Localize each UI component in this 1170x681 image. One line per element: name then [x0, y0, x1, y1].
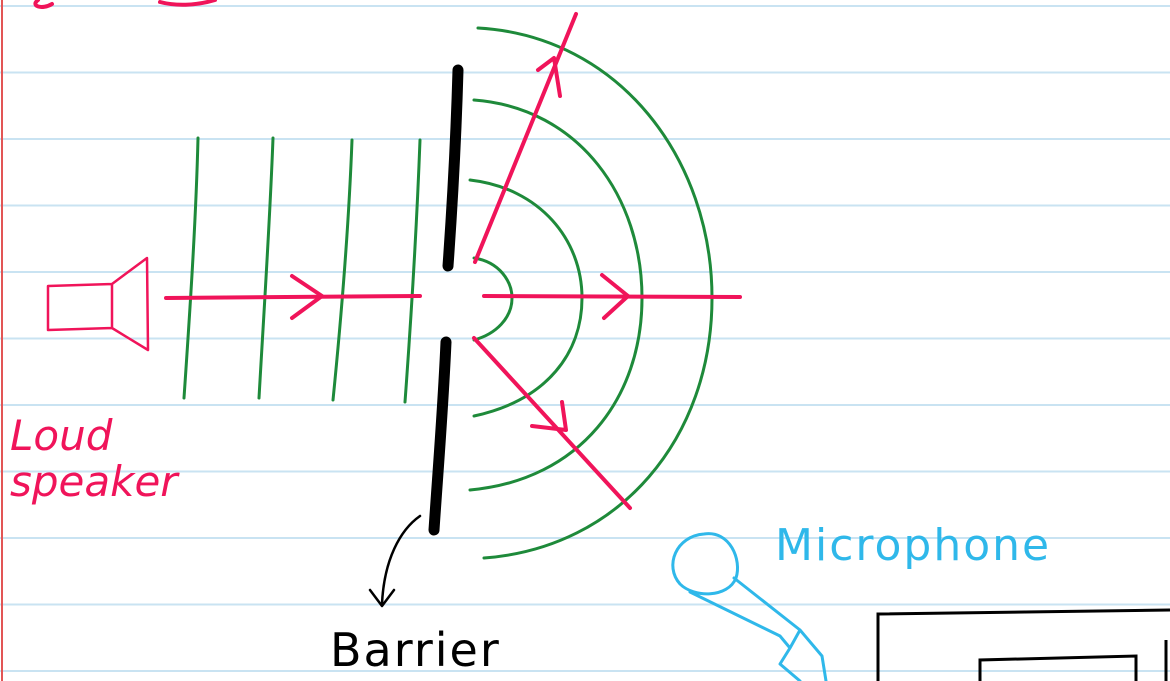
speaker-label: Loud speaker	[10, 411, 180, 506]
diffracted-ray-down-arrowhead	[530, 400, 568, 432]
microphone-icon	[671, 532, 828, 681]
circular-wavefronts	[468, 26, 714, 560]
barrier-label: Barrier	[330, 623, 501, 677]
device-box-inner	[978, 654, 1138, 681]
speaker-label-line2: speaker	[10, 457, 180, 506]
barrier	[428, 64, 464, 536]
device-box-outer	[876, 608, 1170, 681]
microphone-head	[671, 532, 739, 596]
plane-wavefront-3	[331, 138, 354, 402]
incident-ray	[164, 294, 422, 300]
plane-wavefronts	[182, 136, 422, 404]
diffracted-ray-down	[472, 336, 632, 510]
plane-wavefront-4	[403, 138, 422, 404]
ruled-lines	[0, 5, 1170, 672]
microphone-label: Microphone	[775, 520, 1051, 571]
incident-ray-arrowhead	[290, 274, 324, 320]
speaker-label-line1: Loud	[10, 411, 113, 460]
cropped-heading-fragment	[33, 0, 217, 9]
cropped-device-box	[876, 608, 1170, 681]
loudspeaker-icon	[46, 256, 150, 352]
rays	[164, 12, 742, 510]
plane-wavefront-2	[257, 136, 275, 400]
diffracted-ray-up-arrowhead	[536, 56, 562, 98]
curved-arrow-down-icon	[368, 514, 422, 608]
barrier-upper	[442, 64, 464, 272]
plane-wavefront-1	[182, 136, 200, 400]
circular-wavefront-1	[472, 256, 514, 342]
straight-through-ray	[482, 294, 742, 299]
microphone-handle	[688, 576, 828, 681]
straight-ray-arrowhead	[600, 273, 630, 320]
barrier-lower	[428, 336, 452, 536]
diffracted-ray-up	[473, 12, 578, 264]
